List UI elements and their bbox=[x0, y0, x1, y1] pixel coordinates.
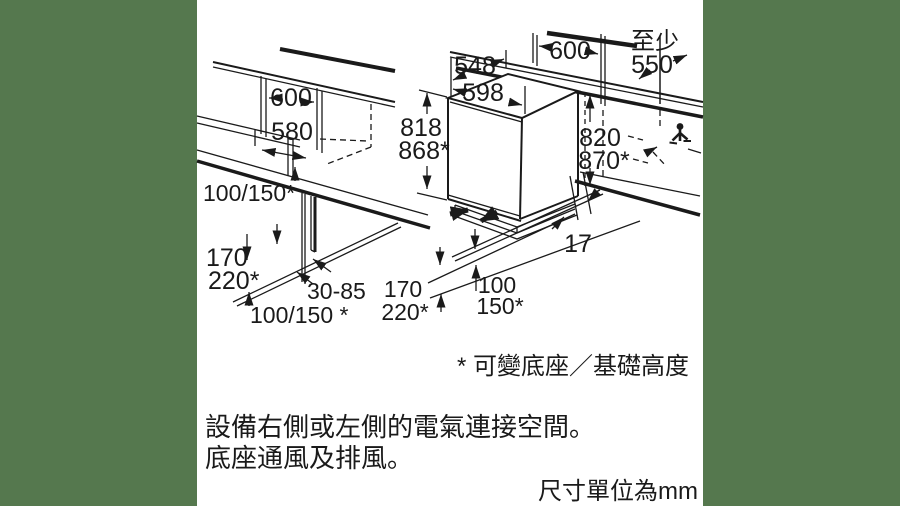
dim-min-clearance-prefix: 至少 bbox=[631, 28, 679, 55]
dim-left-clear-width: 580 bbox=[271, 118, 313, 146]
airflow-in-arrow bbox=[449, 206, 469, 222]
units-label: 尺寸單位為mm bbox=[538, 478, 698, 505]
dim-right-base-2: 220* bbox=[381, 299, 428, 325]
floor-front-edge-right bbox=[574, 179, 701, 217]
dim-right-front-width: 598 bbox=[462, 79, 504, 107]
dim-appliance-height-min: 818 bbox=[400, 114, 442, 142]
floor-front-edge-left bbox=[196, 159, 431, 230]
dim-right-base-1: 170 bbox=[384, 276, 422, 302]
dim-left-plinth-bottom: 100/150 * bbox=[250, 302, 349, 328]
wall-edge-thick-right bbox=[546, 30, 638, 49]
dim-appliance-height-max: 868* bbox=[398, 137, 450, 165]
footnote-variable-plinth: * 可變底座／基礎高度 bbox=[457, 353, 689, 380]
dim-left-niche-width: 600 bbox=[270, 84, 312, 112]
dim-niche-height-min: 820 bbox=[579, 124, 621, 152]
note-electrical-connection: 設備右側或左側的電氣連接空間。 bbox=[205, 412, 595, 442]
airflow-out-arrow bbox=[479, 206, 500, 224]
dim-left-base-1: 170 bbox=[206, 244, 248, 272]
dim-right-depth-top: 548 bbox=[454, 52, 496, 80]
dim-rear-gap: 17 bbox=[564, 230, 592, 258]
wall-edge-thick-left bbox=[279, 47, 396, 73]
plinth-panel-section bbox=[301, 193, 317, 284]
hidden-edges-left bbox=[319, 104, 372, 165]
appliance-body bbox=[444, 72, 581, 240]
left-view-dimensions bbox=[242, 93, 332, 306]
airflow-arrows bbox=[449, 206, 500, 224]
dim-left-base-2: 220* bbox=[208, 267, 260, 295]
left-section-view bbox=[196, 47, 431, 307]
dim-left-adjust-range: 30-85 bbox=[307, 278, 366, 304]
dim-right-plinth-1: 100 bbox=[478, 272, 516, 298]
power-plug-icon bbox=[669, 123, 691, 145]
dim-right-plinth-2: 150* bbox=[476, 293, 523, 319]
dim-niche-height-max: 870* bbox=[578, 147, 630, 175]
right-view-dimensions bbox=[422, 43, 702, 312]
worktop-front-edge bbox=[455, 66, 704, 119]
note-base-ventilation: 底座通風及排風。 bbox=[205, 443, 413, 473]
dim-left-plinth-top: 100/150* bbox=[203, 180, 295, 206]
dim-min-clearance-value: 550 bbox=[631, 51, 673, 79]
dim-right-niche-width: 600 bbox=[549, 37, 591, 65]
